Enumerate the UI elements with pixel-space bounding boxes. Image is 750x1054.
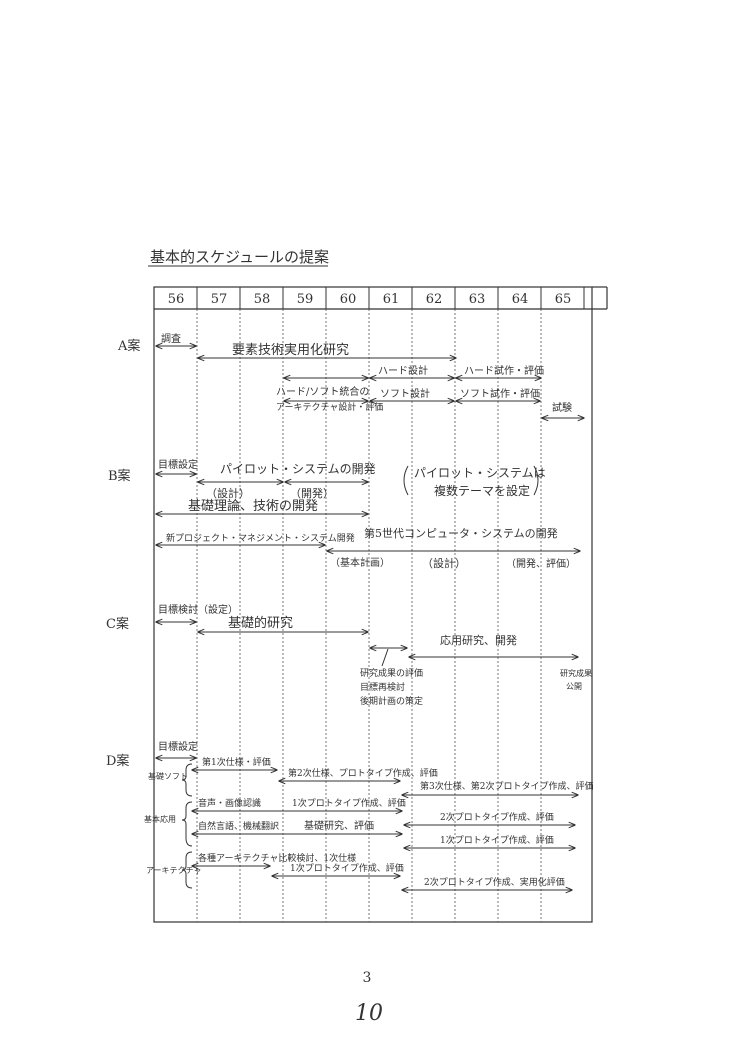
year-label: 65 <box>555 292 572 307</box>
bracket-left <box>403 465 409 496</box>
plan-item-label: 音声・画像認識 <box>198 797 261 809</box>
plan-item-label: （開発） <box>290 486 334 500</box>
plan-item-label: 1次プロトタイプ作成、評価 <box>440 834 554 846</box>
plan-item-label: パイロット・システムの開発 <box>220 462 376 476</box>
leader-line <box>381 648 389 667</box>
plan-item-label: 第1次仕様・評価 <box>202 756 271 768</box>
plan-item-label: 基本応用 <box>144 814 176 824</box>
plan-item-label: 研究成果の評価 <box>360 667 423 679</box>
plan-item-label: 公開 <box>566 682 582 691</box>
plan-item-label: 基礎的研究 <box>228 615 293 631</box>
brace <box>181 763 193 797</box>
plan-item-label: 基礎理論、技術の開発 <box>188 498 318 514</box>
plan-item-label: 試験 <box>552 401 572 414</box>
plan-item-label: ハード/ソフト統合の <box>276 385 369 398</box>
plan-item-label: 後期計画の策定 <box>360 695 423 707</box>
plan-item-label: パイロット・システムは <box>414 466 546 480</box>
year-label: 61 <box>383 292 400 307</box>
plan-item-label: 応用研究、開発 <box>440 633 517 647</box>
plan-item-label: 第3次仕様、第2次プロトタイプ作成、評価 <box>420 780 593 792</box>
plan-item-label: 目標再検討 <box>360 681 405 693</box>
plan-item-label: 各種アーキテクチャ比較検討、1次仕様 <box>198 852 356 864</box>
year-label: 57 <box>211 292 228 307</box>
plan-c-label: C案 <box>106 617 129 632</box>
year-header-dividers <box>196 287 585 309</box>
year-label: 59 <box>297 292 314 307</box>
plan-item-label: 基礎ソフト <box>148 771 188 781</box>
plan-a-label: A案 <box>117 339 140 354</box>
plan-item-label: 調査 <box>161 332 181 345</box>
plan-item-label: 2次プロトタイプ作成、実用化評価 <box>424 876 565 888</box>
plan-item-label: 要素技術実用化研究 <box>232 342 349 358</box>
handwritten-page-number: 10 <box>355 1001 383 1026</box>
plan-item-label: （開発、評価） <box>506 557 576 570</box>
year-label: 60 <box>340 292 357 307</box>
plan-item-label: （設計） <box>206 486 250 500</box>
plan-item-label: ハード試作・評価 <box>464 364 544 377</box>
plan-item-label: 複数テーマを設定 <box>434 483 530 498</box>
plan-item-label: 基礎研究、評価 <box>304 819 374 832</box>
plan-item-label: 1次プロトタイプ作成、評価 <box>290 862 404 874</box>
plan-item-label: アーキテクチャ <box>146 866 201 875</box>
plan-item-label: ハード設計 <box>378 364 428 377</box>
plan-item-label: ソフト設計 <box>380 387 430 400</box>
year-label: 63 <box>469 292 486 307</box>
year-label: 64 <box>512 292 529 307</box>
plan-item-label: 1次プロトタイプ作成、評価 <box>292 797 406 809</box>
plan-item-label: 目標設定 <box>158 740 198 753</box>
document-title: 基本的スケジュールの提案 <box>150 248 329 266</box>
plan-item-label: 第2次仕様、プロトタイプ作成、評価 <box>288 767 438 779</box>
brace <box>181 801 193 847</box>
plan-item-label: 研究成果 <box>560 668 592 678</box>
plan-item-label: 自然言語、機械翻訳 <box>198 820 279 832</box>
page-number: 3 <box>363 970 372 986</box>
year-label: 56 <box>168 292 185 307</box>
plan-item-label: 新プロジェクト・マネジメント・システム開発 <box>166 532 355 544</box>
year-label: 62 <box>426 292 443 307</box>
plan-item-label: 目標検討（設定） <box>158 603 238 616</box>
schedule-frame <box>153 286 593 923</box>
plan-item-label: 第5世代コンピュータ・システムの開発 <box>364 526 558 540</box>
plan-item-label: （設計） <box>422 556 466 570</box>
brace <box>181 851 193 889</box>
plan-item-label: アーキテクチャ設計・評価 <box>276 401 383 413</box>
bracket-right <box>533 465 539 496</box>
plan-item-label: 目標設定 <box>158 458 198 471</box>
plan-b-label: B案 <box>108 469 131 484</box>
plan-d-label: D案 <box>106 754 129 769</box>
plan-item-label: 2次プロトタイプ作成、評価 <box>440 811 554 823</box>
plan-item-label: ソフト試作・評価 <box>460 387 540 400</box>
plan-item-label: （基本計画） <box>330 556 390 569</box>
year-label: 58 <box>254 292 271 307</box>
